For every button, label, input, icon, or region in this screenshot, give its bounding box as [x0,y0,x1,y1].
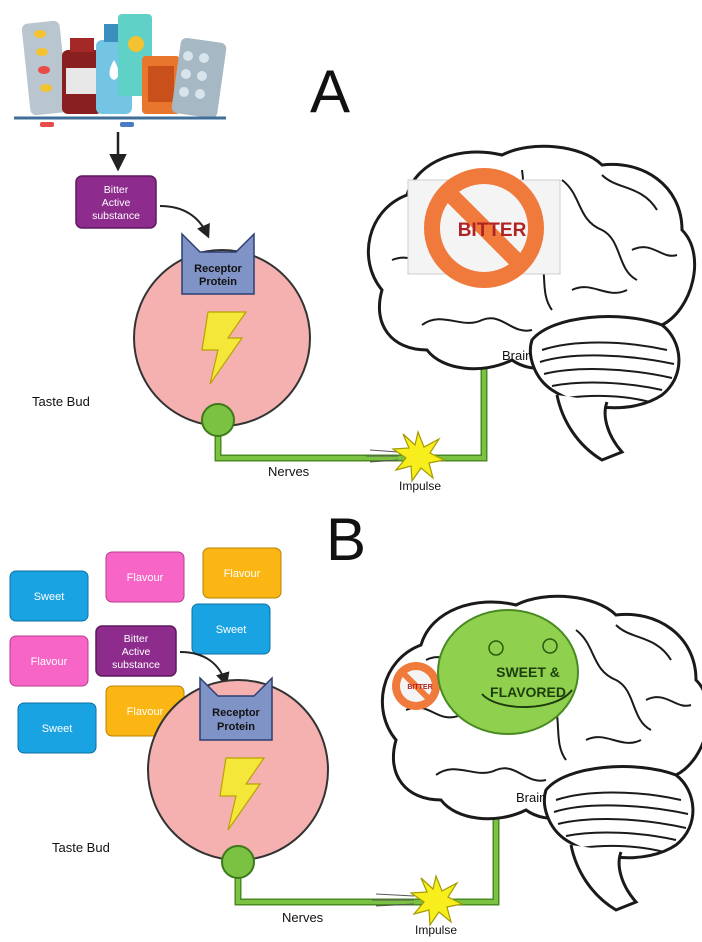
impulse-star-icon [366,431,445,482]
impulse-star-icon-b [372,875,463,926]
smiley-line-2: FLAVORED [490,684,566,700]
svg-text:Sweet: Sweet [42,723,73,735]
svg-text:BITTER: BITTER [407,684,432,691]
flavor-box-sweet-3: Sweet [17,702,97,754]
flavor-box-sweet-2: Sweet [191,603,271,655]
svg-text:Flavour: Flavour [224,568,261,580]
nerves-label-b: Nerves [282,910,324,925]
smiley-right-eye [542,638,558,654]
smiley-left-eye [488,640,504,656]
nerve-ending [201,403,235,437]
substance-to-receptor-arrow [159,205,210,239]
receptor-line-1: Receptor [194,263,242,275]
substance-to-receptor-arrow-b [179,651,230,687]
svg-text:Flavour: Flavour [31,656,68,668]
svg-text:Protein: Protein [217,721,255,733]
nerve-ending-b [221,845,255,879]
small-bitter-prohibited-sign: BITTER [392,662,440,710]
panel-a: A Bitter Active substance Receptor Prote… [14,14,697,493]
flavor-box-flavour-1: Flavour [105,551,185,603]
bitter-box-line-1: Bitter [104,184,129,196]
brain-label-b: Brain [516,790,546,805]
nerves-label: Nerves [268,464,310,479]
bitter-box-line-3: substance [92,210,140,222]
svg-text:Flavour: Flavour [127,706,164,718]
svg-text:substance: substance [112,659,160,671]
sweet-flavored-smiley: SWEET & FLAVORED [437,609,579,735]
svg-text:Receptor: Receptor [212,707,260,719]
flavor-box-flavour-2: Flavour [202,547,282,599]
smiley-mouth [481,689,573,709]
panel-b: B Sweet Flavour Flavour Sweet Flavour Fl… [9,506,702,937]
receptor-protein: Receptor Protein [181,232,255,295]
bitter-sign-text: BITTER [458,220,527,241]
medicines-illustration [14,14,227,127]
taste-bud-label-b: Taste Bud [52,840,110,855]
bitter-active-substance-box: Bitter Active substance [75,175,157,229]
bitter-box-line-2: Active [102,197,131,209]
bitter-active-substance-box-b: Bitter Active substance [95,625,177,677]
flavor-box-sweet-1: Sweet [9,570,89,622]
receptor-line-2: Protein [199,276,237,288]
svg-text:Bitter: Bitter [124,633,149,645]
panel-b-letter: B [326,506,366,573]
flavor-box-flavour-3: Flavour [9,635,89,687]
smiley-line-1: SWEET & [496,664,560,680]
svg-text:Sweet: Sweet [34,591,65,603]
svg-text:Active: Active [122,646,151,658]
receptor-protein-b: Receptor Protein [199,676,273,741]
bitter-prohibited-sign: BITTER [407,168,561,288]
svg-text:Sweet: Sweet [216,624,247,636]
impulse-label: Impulse [399,479,441,493]
svg-text:Flavour: Flavour [127,572,164,584]
brain-label: Brain [502,348,532,363]
panel-a-letter: A [310,58,350,125]
taste-bud-label: Taste Bud [32,394,90,409]
impulse-label-b: Impulse [415,923,457,937]
